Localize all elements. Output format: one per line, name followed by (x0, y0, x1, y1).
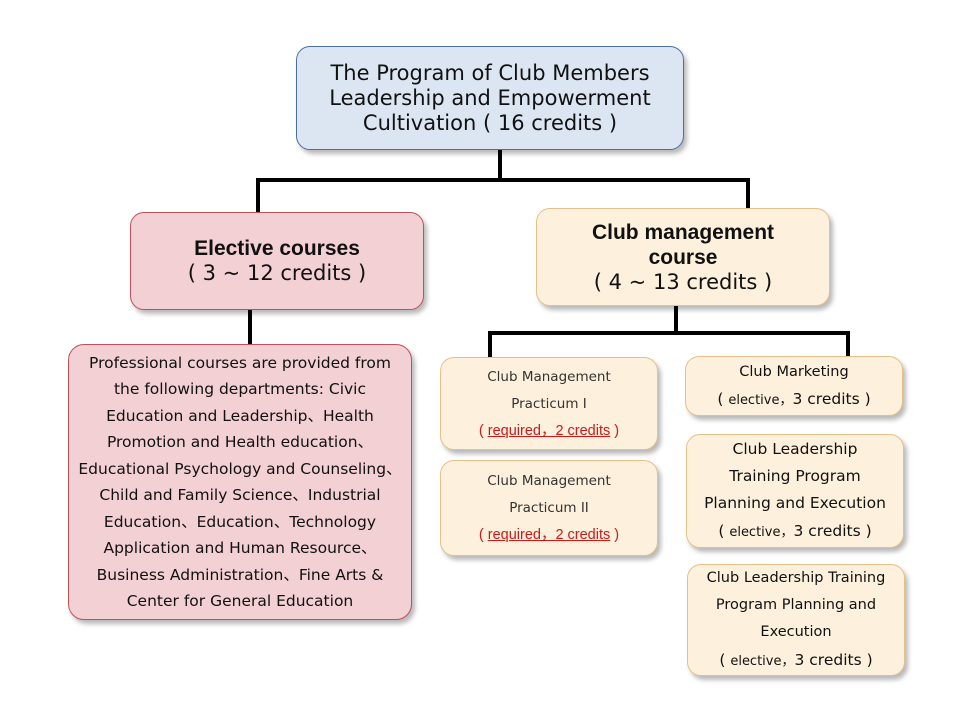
elective-courses-box: Elective courses ( 3 ~ 12 credits ) (130, 212, 424, 310)
club-title-line-1: Club management (591, 220, 775, 244)
practicum-2-line-1: Club Management (487, 473, 611, 489)
practicum-1-required: ( required，2 credits ) (479, 418, 619, 444)
practicum-1-box: Club Management Practicum I ( required，2… (440, 357, 658, 450)
prof-line: Education and Leadership、Health (106, 406, 374, 425)
credit-amount: 3 credits (794, 651, 862, 669)
elective-label: elective， (729, 525, 794, 540)
prof-line: the following departments: Civic (113, 380, 367, 398)
prof-line: Application and Human Resource、 (103, 539, 377, 557)
paren-close: ) (860, 522, 872, 540)
prof-line: Center for General Education (126, 592, 354, 610)
paren-open: ( (478, 422, 488, 439)
required-credits-text: required，2 credits (487, 422, 611, 439)
prof-line: Promotion and Health education、 (106, 433, 374, 451)
professional-courses-box: Professional courses are provided from t… (68, 344, 412, 620)
prof-line: Business Administration、Fine Arts & (96, 565, 384, 584)
practicum-2-required: ( required，2 credits ) (479, 522, 619, 548)
club-management-box: Club management course ( 4 ~ 13 credits … (536, 208, 830, 306)
club-leadership-training-box-2: Club Leadership Training Program Plannin… (687, 564, 905, 676)
program-root-box: The Program of Club Members Leadership a… (296, 46, 684, 150)
prof-line: Educational Psychology and Counseling、 (78, 459, 402, 478)
elective-label: elective， (730, 654, 795, 669)
paren-open: ( (719, 651, 731, 669)
leadership-2-line-3: Execution (760, 624, 832, 640)
paren-close: ) (861, 651, 873, 669)
leadership-1-credits: ( elective，3 credits ) (718, 517, 871, 546)
leadership-2-credits: ( elective，3 credits ) (719, 646, 872, 675)
leadership-1-line-1: Club Leadership (732, 440, 858, 458)
paren-open: ( (717, 389, 729, 408)
club-leadership-training-box-1: Club Leadership Training Program Plannin… (686, 434, 904, 548)
club-title-line-2: course (648, 245, 718, 269)
elective-label: elective， (728, 392, 793, 408)
paren-open: ( (478, 527, 488, 543)
practicum-2-box: Club Management Practicum II ( required，… (440, 460, 658, 556)
paren-close: ) (610, 422, 620, 439)
elective-credits: ( 3 ~ 12 credits ) (187, 261, 367, 285)
leadership-2-line-2: Program Planning and (715, 597, 877, 613)
practicum-1-line-1: Club Management (487, 368, 611, 385)
prof-line: Professional courses are provided from (89, 353, 391, 372)
credit-amount: 3 credits (793, 522, 861, 540)
club-marketing-box: Club Marketing ( elective，3 credits ) (685, 356, 903, 416)
root-line-3: Cultivation ( 16 credits ) (362, 110, 618, 135)
club-credits: ( 4 ~ 13 credits ) (593, 269, 773, 294)
practicum-2-line-2: Practicum II (509, 500, 589, 516)
required-credits-text: required，2 credits (487, 527, 611, 543)
leadership-1-line-3: Planning and Execution (704, 494, 886, 512)
prof-line: Child and Family Science、Industrial (99, 486, 381, 504)
paren-close: ) (859, 389, 871, 408)
root-line-1: The Program of Club Members (330, 60, 650, 85)
leadership-1-line-2: Training Program (729, 467, 861, 485)
root-line-2: Leadership and Empowerment (329, 85, 651, 110)
marketing-credits: ( elective，3 credits ) (717, 385, 870, 414)
paren-open: ( (718, 522, 730, 540)
prof-line: Education、Education、Technology (103, 512, 377, 531)
practicum-1-line-2: Practicum I (511, 395, 587, 412)
credit-amount: 3 credits (792, 389, 860, 408)
paren-close: ) (610, 527, 620, 543)
leadership-2-line-1: Club Leadership Training (706, 570, 886, 586)
elective-title: Elective courses (194, 237, 360, 260)
marketing-title: Club Marketing (739, 363, 849, 380)
